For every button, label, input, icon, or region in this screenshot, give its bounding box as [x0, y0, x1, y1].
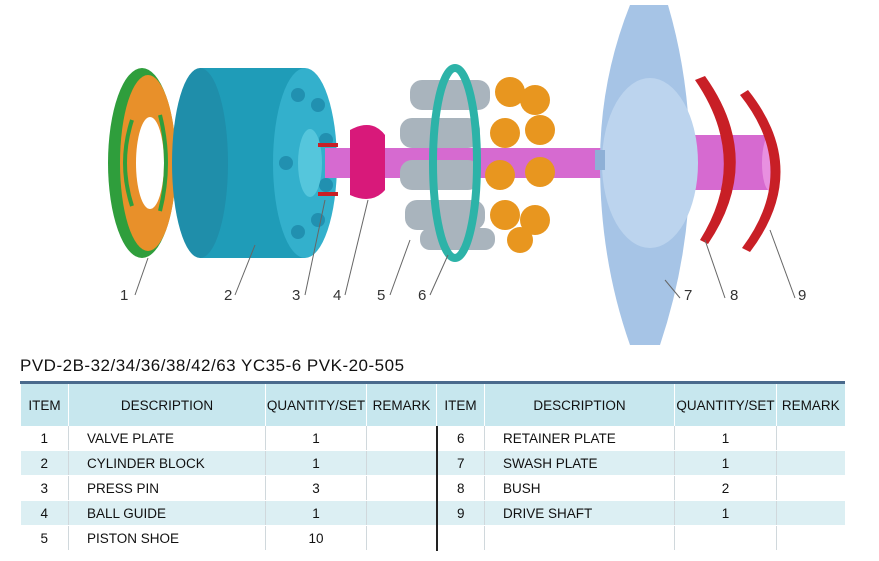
remark-cell — [776, 525, 845, 551]
header-remark-right: REMARK — [776, 381, 845, 426]
item-cell: 2 — [20, 450, 69, 476]
callout-2: 2 — [224, 287, 232, 304]
exploded-view-diagram: 1 2 3 4 5 6 7 8 9 — [108, 5, 806, 345]
description-cell: PRESS PIN — [68, 475, 266, 501]
item-cell: 4 — [20, 500, 69, 526]
quantity-cell: 10 — [265, 525, 367, 551]
item-cell: 9 — [435, 500, 485, 526]
callout-3: 3 — [292, 287, 300, 304]
bush-part — [695, 76, 781, 252]
remark-cell — [776, 450, 845, 476]
description-cell: PISTON SHOE — [68, 525, 266, 551]
callout-4: 4 — [333, 287, 341, 304]
table-title: PVD-2B-32/34/36/38/42/63 YC35-6 PVK-20-5… — [20, 356, 405, 375]
table-row: 1 VALVE PLATE 1 6 RETAINER PLATE 1 — [20, 426, 845, 451]
callout-9: 9 — [798, 287, 806, 304]
quantity-cell: 1 — [674, 500, 777, 526]
callout-6: 6 — [418, 287, 426, 304]
quantity-cell: 2 — [674, 475, 777, 501]
remark-cell — [366, 450, 437, 476]
callout-1: 1 — [120, 287, 128, 304]
remark-cell — [366, 475, 437, 501]
parts-table: ITEM DESCRIPTION QUANTITY/SET REMARK ITE… — [20, 381, 845, 551]
header-description-right: DESCRIPTION — [484, 381, 675, 426]
description-cell: CYLINDER BLOCK — [68, 450, 266, 476]
table-row: 4 BALL GUIDE 1 9 DRIVE SHAFT 1 — [20, 500, 845, 526]
table-row: 3 PRESS PIN 3 8 BUSH 2 — [20, 475, 845, 501]
description-cell: SWASH PLATE — [484, 450, 675, 476]
remark-cell — [776, 426, 845, 451]
description-cell: DRIVE SHAFT — [484, 500, 675, 526]
quantity-cell: 1 — [674, 450, 777, 476]
description-cell: VALVE PLATE — [68, 426, 266, 451]
remark-cell — [366, 525, 437, 551]
header-quantity: QUANTITY/SET — [265, 381, 367, 426]
item-cell: 7 — [435, 450, 485, 476]
quantity-cell: 1 — [265, 426, 367, 451]
item-cell: 1 — [20, 426, 69, 451]
cylinder-block-part — [172, 68, 337, 258]
table-row: 5 PISTON SHOE 10 — [20, 525, 845, 551]
header-item: ITEM — [20, 381, 69, 426]
quantity-cell: 1 — [674, 426, 777, 451]
callout-labels: 1 2 3 4 5 6 7 8 9 — [120, 287, 806, 304]
item-cell: 3 — [20, 475, 69, 501]
ball-guide-part — [350, 125, 385, 199]
description-cell — [484, 525, 675, 551]
remark-cell — [776, 475, 845, 501]
quantity-cell: 1 — [265, 500, 367, 526]
item-cell: 5 — [20, 525, 69, 551]
callout-8: 8 — [730, 287, 738, 304]
item-cell: 8 — [435, 475, 485, 501]
table-header-row: ITEM DESCRIPTION QUANTITY/SET REMARK ITE… — [20, 381, 845, 426]
quantity-cell: 3 — [265, 475, 367, 501]
swash-plate-part — [595, 5, 698, 345]
quantity-cell — [674, 525, 777, 551]
remark-cell — [776, 500, 845, 526]
header-item-right: ITEM — [436, 381, 485, 426]
valve-plate-part — [108, 68, 176, 258]
press-pin-part — [318, 143, 338, 196]
item-cell — [435, 525, 485, 551]
quantity-cell: 1 — [265, 450, 367, 476]
header-description: DESCRIPTION — [68, 381, 266, 426]
piston-shoe-part — [400, 77, 555, 253]
description-cell: RETAINER PLATE — [484, 426, 675, 451]
description-cell: BUSH — [484, 475, 675, 501]
header-remark: REMARK — [366, 381, 437, 426]
leader-lines — [134, 199, 796, 299]
item-cell: 6 — [435, 426, 485, 451]
callout-5: 5 — [377, 287, 385, 304]
callout-7: 7 — [684, 287, 692, 304]
description-cell: BALL GUIDE — [68, 500, 266, 526]
remark-cell — [366, 500, 437, 526]
retainer-plate-part — [429, 64, 481, 262]
header-quantity-right: QUANTITY/SET — [674, 381, 777, 426]
remark-cell — [366, 426, 437, 451]
table-row: 2 CYLINDER BLOCK 1 7 SWASH PLATE 1 — [20, 450, 845, 476]
